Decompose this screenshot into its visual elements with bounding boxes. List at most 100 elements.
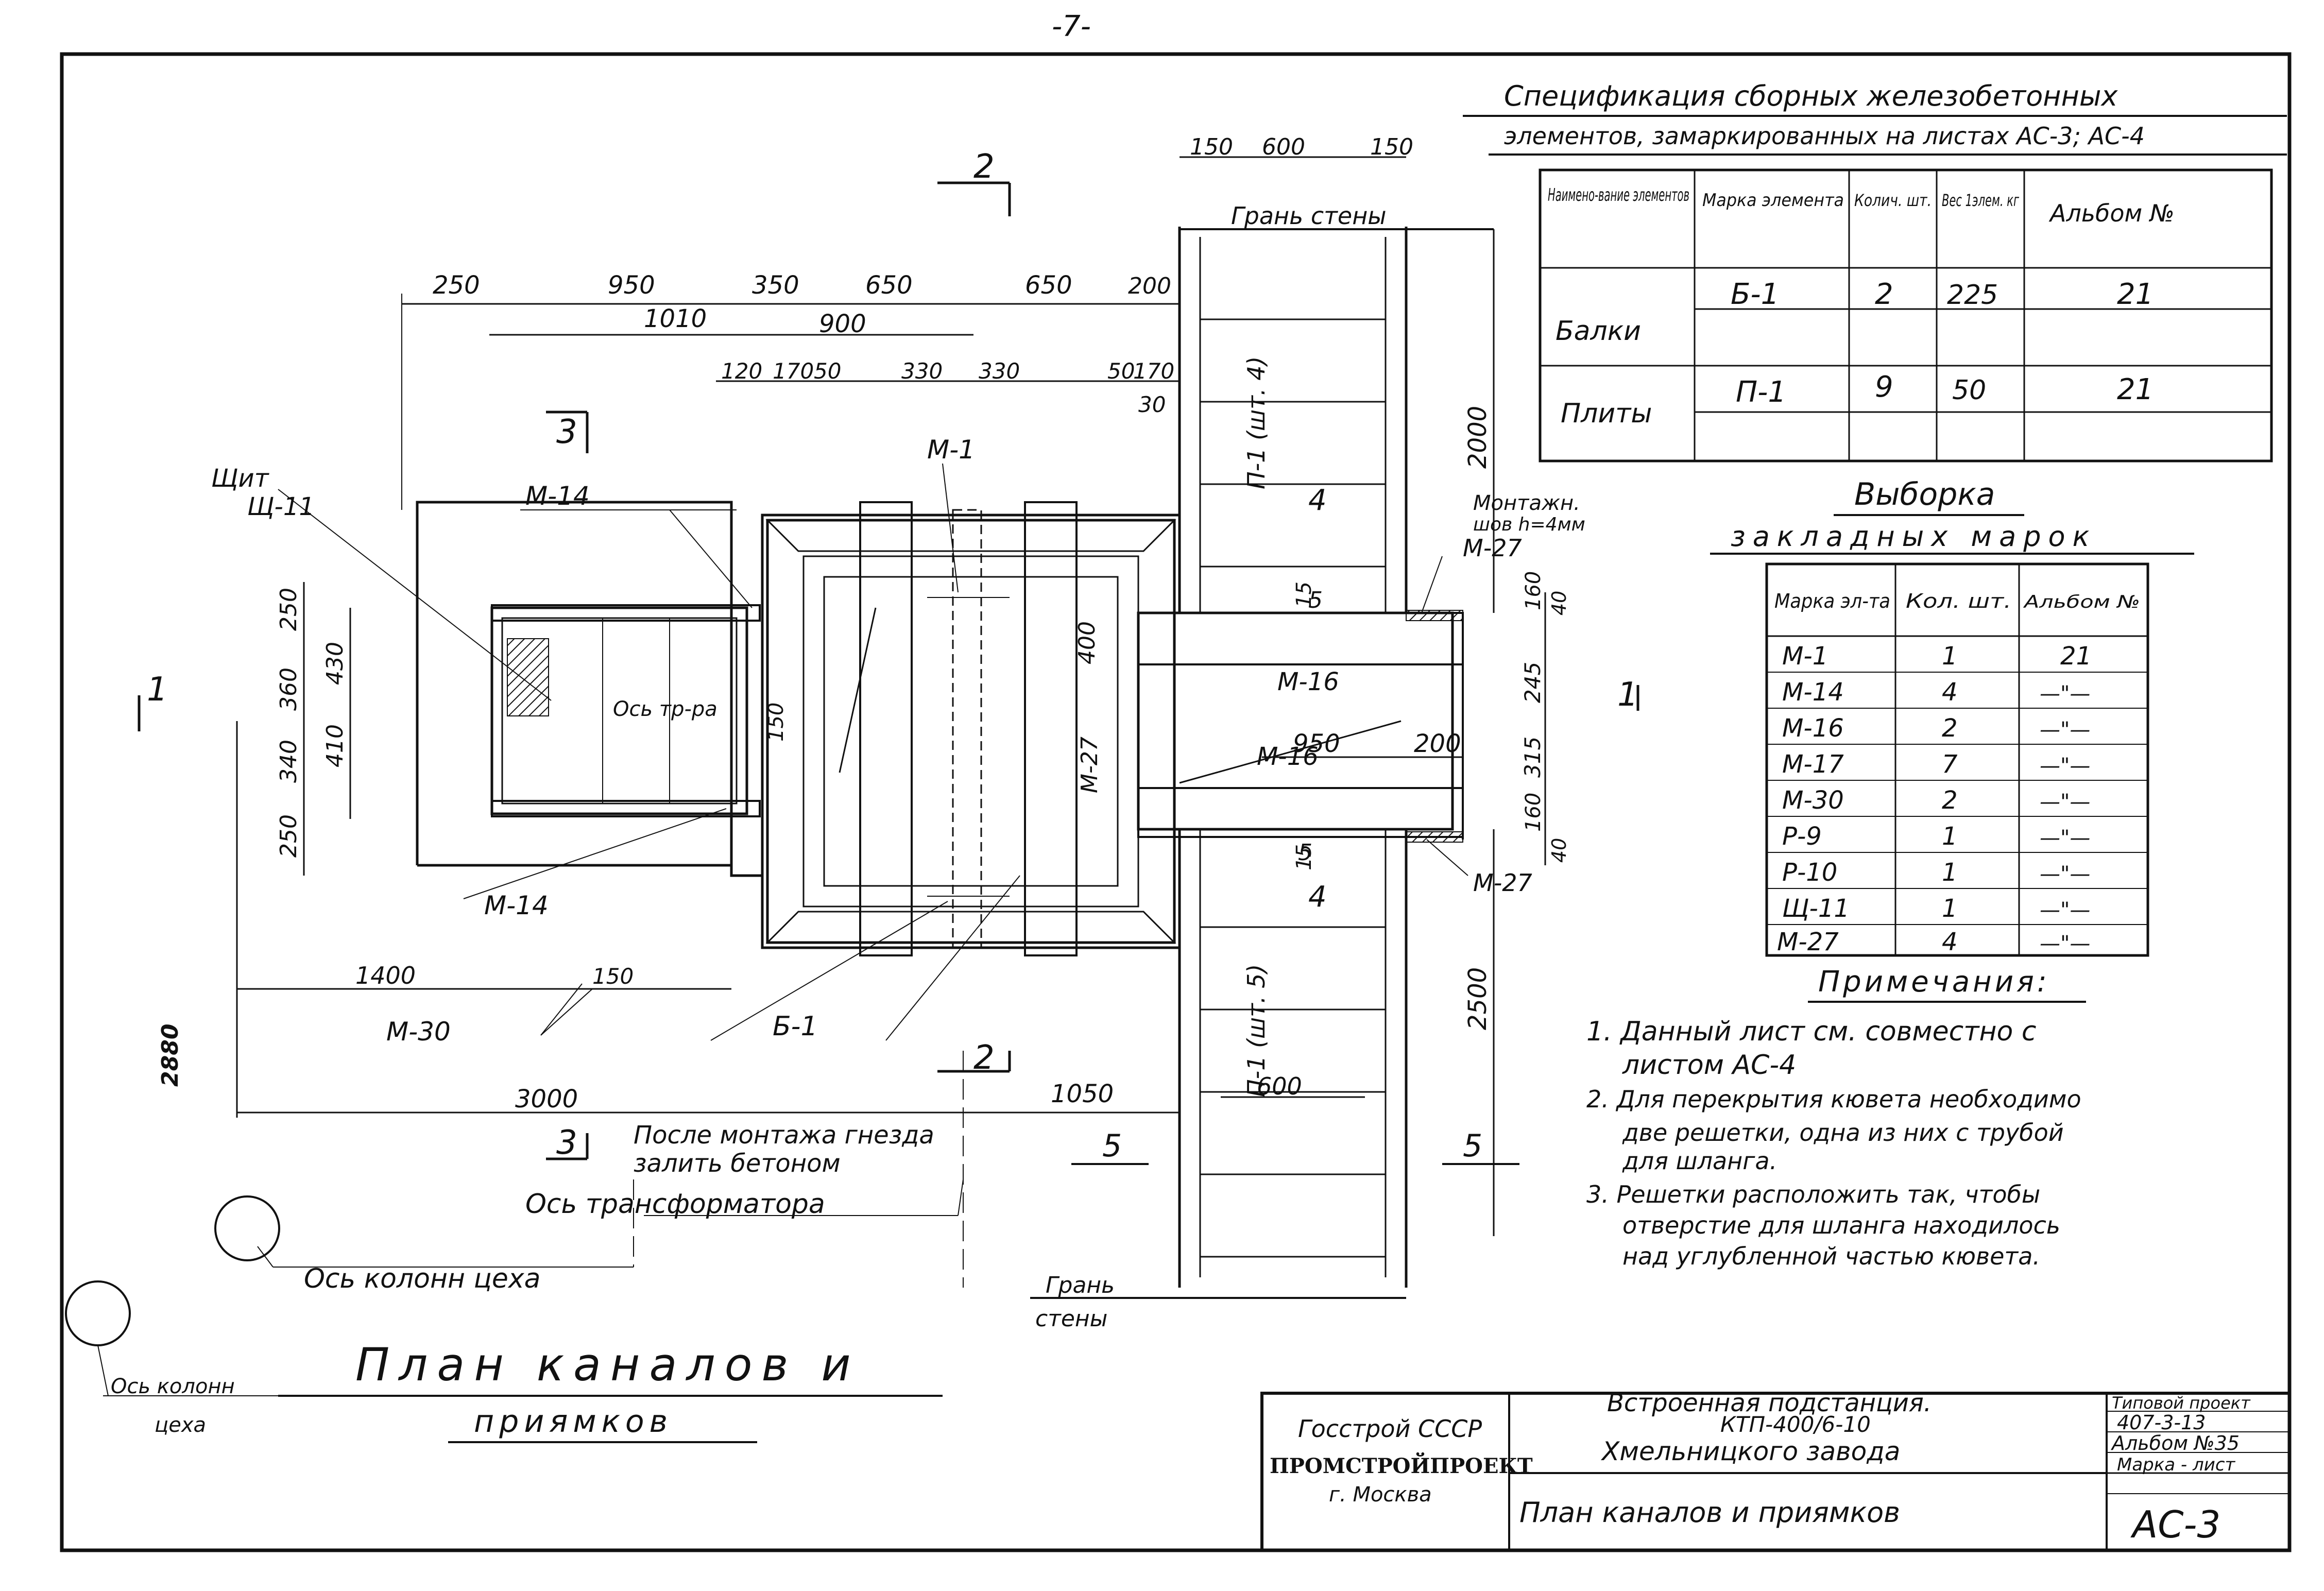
label-wall-face-bot2: стены	[1035, 1306, 1107, 1332]
sel-h-mark: Марка эл-та	[1774, 590, 1890, 612]
dim-1010: 1010	[644, 304, 707, 333]
note-line-2: листом АС-4	[1622, 1050, 1796, 1081]
dim-3000: 3000	[515, 1085, 578, 1114]
label-m27-bot: М-27	[1473, 869, 1532, 897]
sel-h-qty: Кол. шт.	[1906, 590, 2011, 612]
label-after2: залить бетоном	[634, 1149, 841, 1178]
sel-r2-mark: М-14	[1782, 678, 1844, 707]
spec-table: Спецификация сборных железобетонных элем…	[1463, 80, 2287, 463]
section-markers: 2 2 1 1 3 3 4 4 5 5 5 5	[147, 148, 1638, 1164]
dim-left-410: 410	[322, 724, 348, 767]
dim-left-340: 340	[276, 740, 302, 783]
label-axis-col2a: Ось колонн	[111, 1375, 235, 1398]
label-after1: После монтажа гнезда	[634, 1121, 934, 1150]
dim-left-360: 360	[276, 668, 302, 711]
dim-1050: 1050	[1051, 1080, 1114, 1108]
stamp-org2: ПРОМСТРОЙПРОЕКТ	[1270, 1452, 1533, 1478]
dim-330a: 330	[901, 358, 943, 384]
stamp-sheet-title: План каналов и приямков	[1519, 1496, 1900, 1529]
note-line-7: отверстие для шланга находилось	[1622, 1211, 2060, 1239]
section-2-top: 2	[973, 148, 995, 186]
dim-top-250: 250	[433, 271, 480, 300]
plan-labels: Щит Щ-11 М-14 М-14 М-1 М-16 М-16 М-27 М-…	[111, 202, 1585, 1437]
stamp-org3: г. Москва	[1329, 1483, 1432, 1507]
section-1-right: 1	[1617, 676, 1638, 714]
spec-r2-mark: П-1	[1736, 375, 1786, 409]
label-m16-b: М-16	[1257, 742, 1319, 771]
wall-600: 600	[1262, 134, 1305, 160]
sel-r8-mark: Щ-11	[1782, 894, 1850, 923]
sel-r1-qty: 1	[1942, 642, 1958, 671]
dim-r-160a: 160	[1522, 571, 1545, 610]
spec-r2-album: 21	[2117, 373, 2154, 406]
spec-h-name: Наимено-вание элементов	[1548, 185, 1689, 206]
sheet-frame	[60, 52, 2292, 1552]
sel-r5-album: —"—	[2040, 790, 2090, 814]
sel-title2: закладных марок	[1731, 520, 2096, 553]
section-2-bot: 2	[973, 1039, 995, 1077]
stamp-album: Альбом №35	[2110, 1432, 2240, 1455]
dim-600: 600	[1257, 1072, 1302, 1100]
sel-r4-qty: 7	[1942, 750, 1958, 779]
dim-top-650b: 650	[1025, 271, 1072, 300]
dim-120: 120	[721, 358, 762, 384]
sel-r9-qty: 4	[1942, 928, 1958, 956]
dim-50b: 50	[1107, 358, 1135, 384]
dim-15b: 15	[1292, 844, 1316, 870]
notes-title: Примечания:	[1818, 965, 2050, 999]
spec-r2-qty: 9	[1875, 370, 1893, 404]
dim-170a: 170	[773, 358, 814, 384]
sel-r2-qty: 4	[1942, 678, 1958, 707]
wall-150b: 150	[1370, 134, 1413, 160]
label-axis-tr: Ось тр-ра	[613, 697, 717, 721]
page-number: -7-	[1052, 10, 1091, 43]
label-axis-col1: Ось колонн цеха	[304, 1263, 541, 1294]
sel-r8-album: —"—	[2040, 898, 2090, 922]
label-m14-bot: М-14	[484, 891, 549, 920]
section-3-top: 3	[556, 413, 577, 451]
section-3-bot: 3	[556, 1124, 577, 1162]
dim-left-250a: 250	[276, 588, 302, 631]
note-line-4: две решетки, одна из них с трубой	[1622, 1119, 2064, 1147]
dim-r-245: 245	[1520, 662, 1545, 703]
spec-h-album: Альбом №	[2048, 199, 2175, 227]
sel-h-album: Альбом №	[2023, 592, 2140, 612]
sel-r1-album: 21	[2060, 642, 2092, 671]
spec-h-qty: Колич. шт.	[1854, 191, 1932, 210]
label-m1: М-1	[927, 435, 975, 465]
dim-2000: 2000	[1463, 406, 1492, 469]
dim-r-160b: 160	[1522, 793, 1545, 832]
spec-r2-weight: 50	[1952, 375, 1986, 406]
label-montazh1: Монтажн.	[1473, 491, 1580, 515]
note-line-1: 1. Данный лист см. совместно с	[1586, 1016, 2036, 1047]
section-5-d: 5	[1463, 1128, 1482, 1164]
dim-top-650a: 650	[865, 271, 913, 300]
sel-r6-mark: Р-9	[1782, 822, 1822, 851]
dim-150-left: 150	[592, 964, 634, 989]
sel-r7-album: —"—	[2040, 862, 2090, 886]
wall-150a: 150	[1190, 134, 1233, 160]
dim-15a: 15	[1292, 581, 1316, 608]
label-axis-transformer: Ось трансформатора	[525, 1189, 825, 1220]
spec-r1-qty: 2	[1875, 278, 1893, 311]
label-m27-mid: М-27	[1076, 737, 1103, 793]
dim-150-mid: 150	[764, 703, 788, 742]
section-4-top: 4	[1308, 484, 1327, 517]
stamp-desc2: КТП-400/6-10	[1720, 1412, 1871, 1437]
section-5-a: 5	[1308, 587, 1323, 613]
section-5-b: 5	[1298, 840, 1312, 866]
label-p1-top: П-1 (шт. 4)	[1242, 356, 1270, 489]
dim-r-315: 315	[1520, 737, 1545, 778]
section-1-left: 1	[147, 671, 168, 709]
sel-r9-mark: М-27	[1777, 928, 1839, 956]
dim-330b: 330	[979, 358, 1020, 384]
dim-2500: 2500	[1463, 967, 1492, 1030]
sel-r3-qty: 2	[1942, 714, 1958, 743]
sel-r3-album: —"—	[2040, 718, 2090, 742]
dim-r-40a: 40	[1548, 591, 1570, 615]
dim-400: 400	[1074, 621, 1100, 664]
spec-r1-album: 21	[2117, 278, 2154, 311]
dim-top-200: 200	[1128, 273, 1171, 299]
sel-r9-album: —"—	[2040, 932, 2090, 955]
dim-200: 200	[1414, 729, 1461, 758]
